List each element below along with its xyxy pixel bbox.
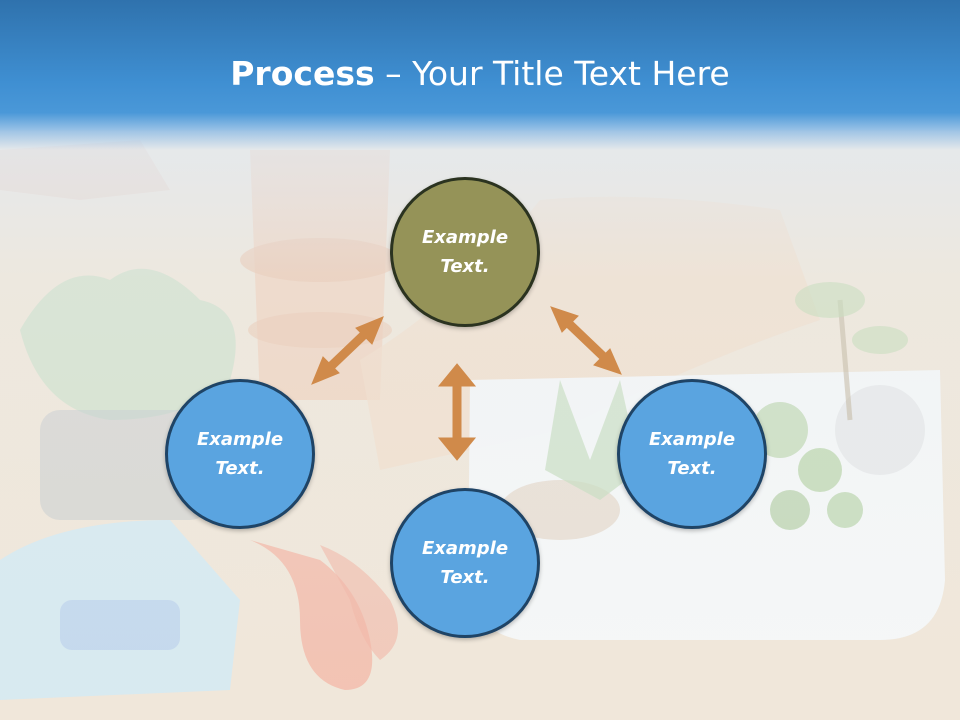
double-arrow-icon — [550, 306, 622, 375]
double-arrow-icon — [437, 363, 477, 461]
slide-title: Process – Your Title Text Here — [0, 52, 960, 96]
node-label: Example Text. — [421, 227, 509, 277]
process-node-left: Example Text. — [165, 379, 315, 529]
node-label: Example Text. — [421, 538, 509, 588]
node-label: Example Text. — [648, 429, 736, 479]
title-bar — [0, 0, 960, 150]
process-node-top: Example Text. — [390, 177, 540, 327]
process-node-right: Example Text. — [617, 379, 767, 529]
node-label: Example Text. — [196, 429, 284, 479]
title-rest: – Your Title Text Here — [374, 54, 730, 93]
process-node-bottom: Example Text. — [390, 488, 540, 638]
double-arrow-icon — [311, 316, 384, 385]
title-bold: Process — [230, 54, 375, 93]
